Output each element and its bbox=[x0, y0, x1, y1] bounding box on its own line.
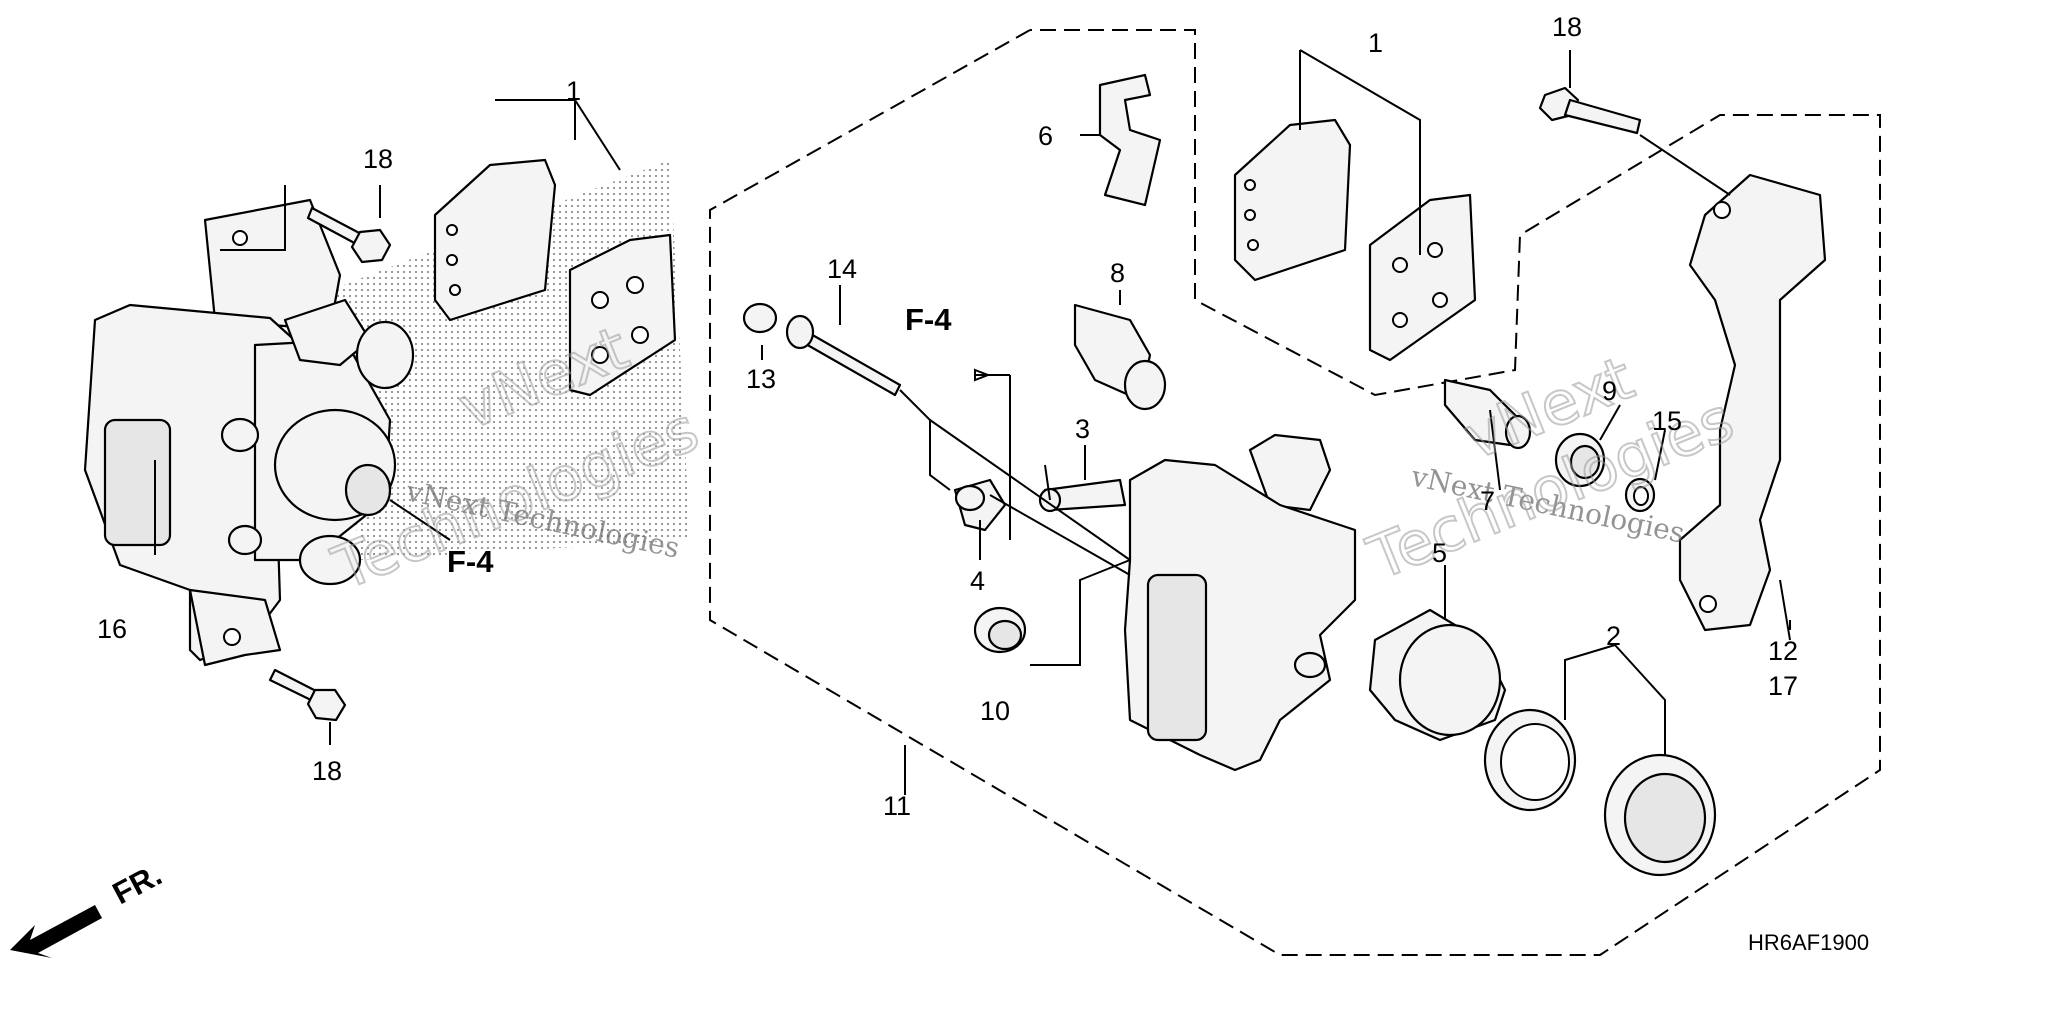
callout-9: 9 bbox=[1602, 376, 1617, 406]
brake-pad-set-left bbox=[433, 158, 677, 397]
piston-5 bbox=[1368, 608, 1507, 742]
callout-15: 15 bbox=[1652, 406, 1682, 436]
bleeder-cap-4 bbox=[953, 478, 1007, 532]
callout-17: 17 bbox=[1768, 671, 1798, 701]
slide-pin-7 bbox=[1443, 378, 1532, 450]
callout-12: 12 bbox=[1768, 636, 1798, 666]
callout-3: 3 bbox=[1075, 414, 1090, 444]
watermark: vNext vNext Technologies Technologies vN… bbox=[322, 312, 1744, 605]
callout-4: 4 bbox=[970, 566, 985, 596]
callout-5: 5 bbox=[1432, 538, 1447, 568]
pad-spring-6 bbox=[1098, 73, 1162, 207]
bolt-18-right bbox=[1538, 86, 1642, 135]
boot-9 bbox=[1554, 432, 1606, 488]
brake-pad-set-right bbox=[1233, 118, 1477, 362]
callout-14: 14 bbox=[827, 254, 857, 284]
ring-15 bbox=[1624, 477, 1656, 513]
bolt-18-lower-left bbox=[268, 668, 347, 722]
reference-label-center: F-4 bbox=[905, 302, 952, 337]
caliper-pin-8 bbox=[1073, 303, 1167, 411]
callout-11: 11 bbox=[883, 791, 911, 821]
bolt-18-upper-left bbox=[306, 206, 392, 264]
pad-pin-plug-13 bbox=[742, 302, 778, 334]
callout-18-upper-left: 18 bbox=[363, 144, 393, 174]
callout-13: 13 bbox=[746, 364, 776, 394]
callout-1-left: 1 bbox=[566, 76, 581, 106]
callout-8: 8 bbox=[1110, 258, 1125, 288]
callout-18-right: 18 bbox=[1552, 12, 1582, 42]
callout-18-lower-left: 18 bbox=[312, 756, 342, 786]
boot-10 bbox=[973, 606, 1027, 654]
callout-7: 7 bbox=[1480, 486, 1495, 516]
caliper-assembly-16 bbox=[83, 198, 415, 667]
callout-6: 6 bbox=[1038, 121, 1053, 151]
piston-seals-2 bbox=[1483, 708, 1717, 877]
front-direction-arrow-icon bbox=[10, 905, 102, 958]
callout-16: 16 bbox=[97, 614, 127, 644]
caliper-body bbox=[1123, 433, 1357, 772]
direction-label: FR. bbox=[107, 857, 168, 911]
callout-2: 2 bbox=[1606, 621, 1621, 651]
caliper-bracket-12 bbox=[1678, 173, 1827, 632]
pad-pin-14 bbox=[785, 314, 902, 397]
reference-label-left: F-4 bbox=[447, 544, 494, 579]
callout-1-right: 1 bbox=[1368, 28, 1383, 58]
diagram-code: HR6AF1900 bbox=[1748, 930, 1869, 955]
callout-10: 10 bbox=[980, 696, 1010, 726]
